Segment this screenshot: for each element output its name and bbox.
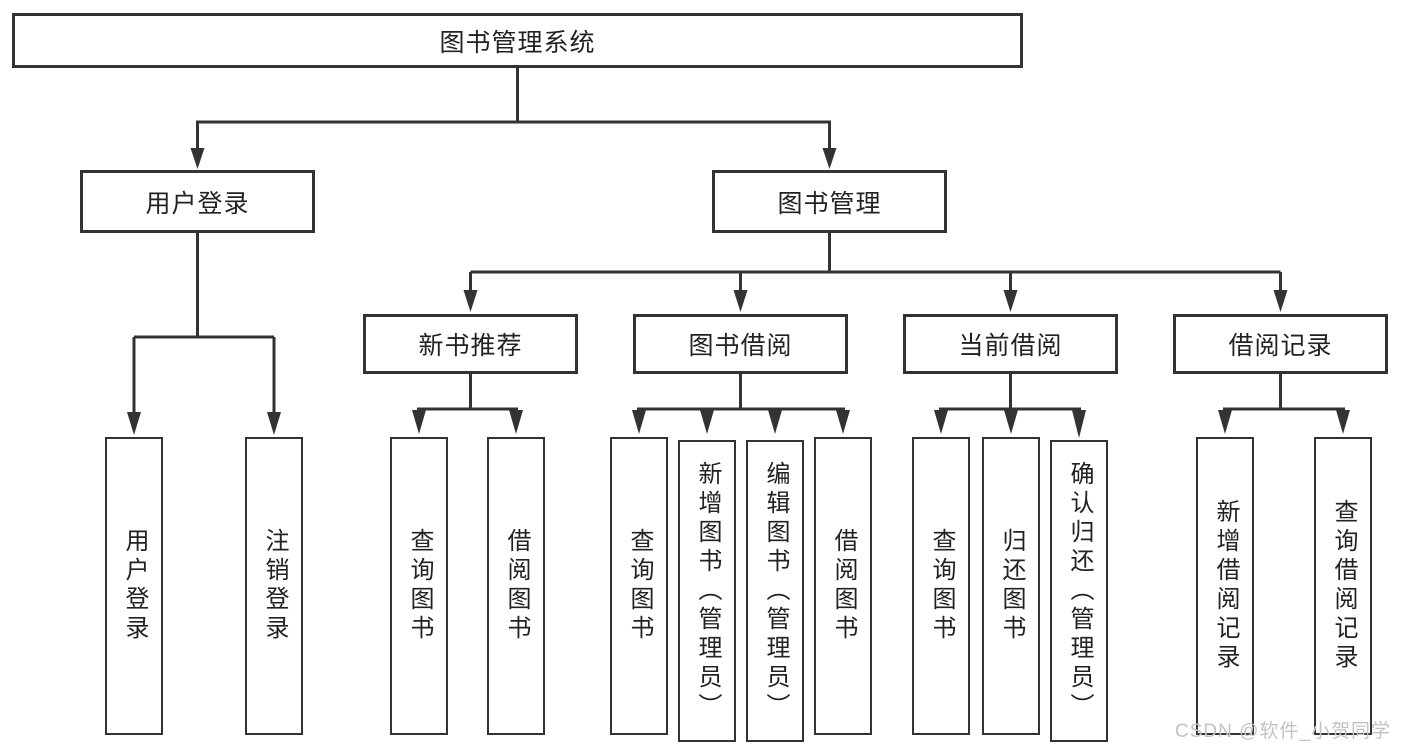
- leaf-label: 查询图书: [928, 528, 955, 644]
- node-label: 借阅记录: [1228, 332, 1333, 360]
- node-label: 新书推荐: [418, 332, 523, 360]
- node-label: 图书借阅: [688, 332, 793, 360]
- leaf-borrow-books-1: 借阅图书: [487, 437, 545, 735]
- leaf-label: 用户登录: [121, 528, 148, 644]
- leaf-label: 借阅图书: [503, 528, 530, 644]
- node-user-login: 用户登录: [80, 170, 315, 233]
- csdn-watermark: CSDN @软件_小贺同学: [1175, 721, 1391, 742]
- node-book-management: 图书管理: [712, 170, 947, 233]
- leaf-label: 确认归还（管理员）: [1066, 460, 1093, 722]
- node-root-system: 图书管理系统: [12, 13, 1023, 68]
- arrow-icon: [768, 410, 782, 434]
- leaf-add-borrow-record: 新增借阅记录: [1196, 437, 1254, 735]
- arrow-icon: [1336, 410, 1350, 434]
- node-label: 用户登录: [145, 189, 250, 218]
- leaf-label: 归还图书: [998, 528, 1025, 644]
- arrow-icon: [190, 148, 205, 169]
- leaf-return-books: 归还图书: [982, 437, 1040, 735]
- leaf-label: 新增图书（管理员）: [694, 460, 721, 722]
- leaf-user-login: 用户登录: [105, 437, 163, 735]
- leaf-query-books-1: 查询图书: [390, 437, 448, 735]
- leaf-label: 查询图书: [406, 528, 433, 644]
- leaf-label: 新增借阅记录: [1212, 499, 1239, 673]
- arrow-icon: [632, 410, 646, 434]
- arrow-icon: [822, 148, 837, 169]
- leaf-borrow-books-2: 借阅图书: [814, 437, 872, 735]
- arrow-icon: [412, 410, 426, 434]
- leaf-query-books-2: 查询图书: [610, 437, 668, 735]
- leaf-label: 编辑图书（管理员）: [762, 460, 789, 722]
- node-borrowing-records: 借阅记录: [1173, 314, 1388, 374]
- arrow-icon: [1003, 290, 1018, 312]
- leaf-label: 查询图书: [626, 528, 653, 644]
- arrow-icon: [733, 290, 748, 312]
- arrow-icon: [1004, 410, 1018, 434]
- arrow-icon: [1218, 410, 1232, 434]
- leaf-label: 注销登录: [261, 528, 288, 644]
- arrow-icon: [463, 290, 478, 312]
- arrow-icon: [700, 410, 714, 434]
- leaf-label: 查询借阅记录: [1330, 499, 1357, 673]
- node-current-borrowing: 当前借阅: [903, 314, 1118, 374]
- leaf-logout: 注销登录: [245, 437, 303, 735]
- leaf-query-books-3: 查询图书: [912, 437, 970, 735]
- leaf-label: 借阅图书: [830, 528, 857, 644]
- leaf-add-books-admin: 新增图书（管理员）: [678, 440, 736, 742]
- node-label: 图书管理: [777, 189, 882, 218]
- node-book-borrowing: 图书借阅: [633, 314, 848, 374]
- arrow-icon: [1072, 410, 1086, 438]
- node-label: 当前借阅: [958, 332, 1063, 360]
- arrow-icon: [934, 410, 948, 434]
- arrow-icon: [836, 410, 850, 434]
- leaf-edit-books-admin: 编辑图书（管理员）: [746, 440, 804, 742]
- arrow-icon: [127, 412, 141, 435]
- arrow-icon: [267, 412, 281, 435]
- node-new-book-recommend: 新书推荐: [363, 314, 578, 374]
- arrow-icon: [1273, 290, 1288, 312]
- node-label: 图书管理系统: [439, 28, 596, 57]
- leaf-query-borrow-record: 查询借阅记录: [1314, 437, 1372, 735]
- leaf-confirm-return-admin: 确认归还（管理员）: [1050, 440, 1108, 742]
- arrow-icon: [509, 410, 523, 434]
